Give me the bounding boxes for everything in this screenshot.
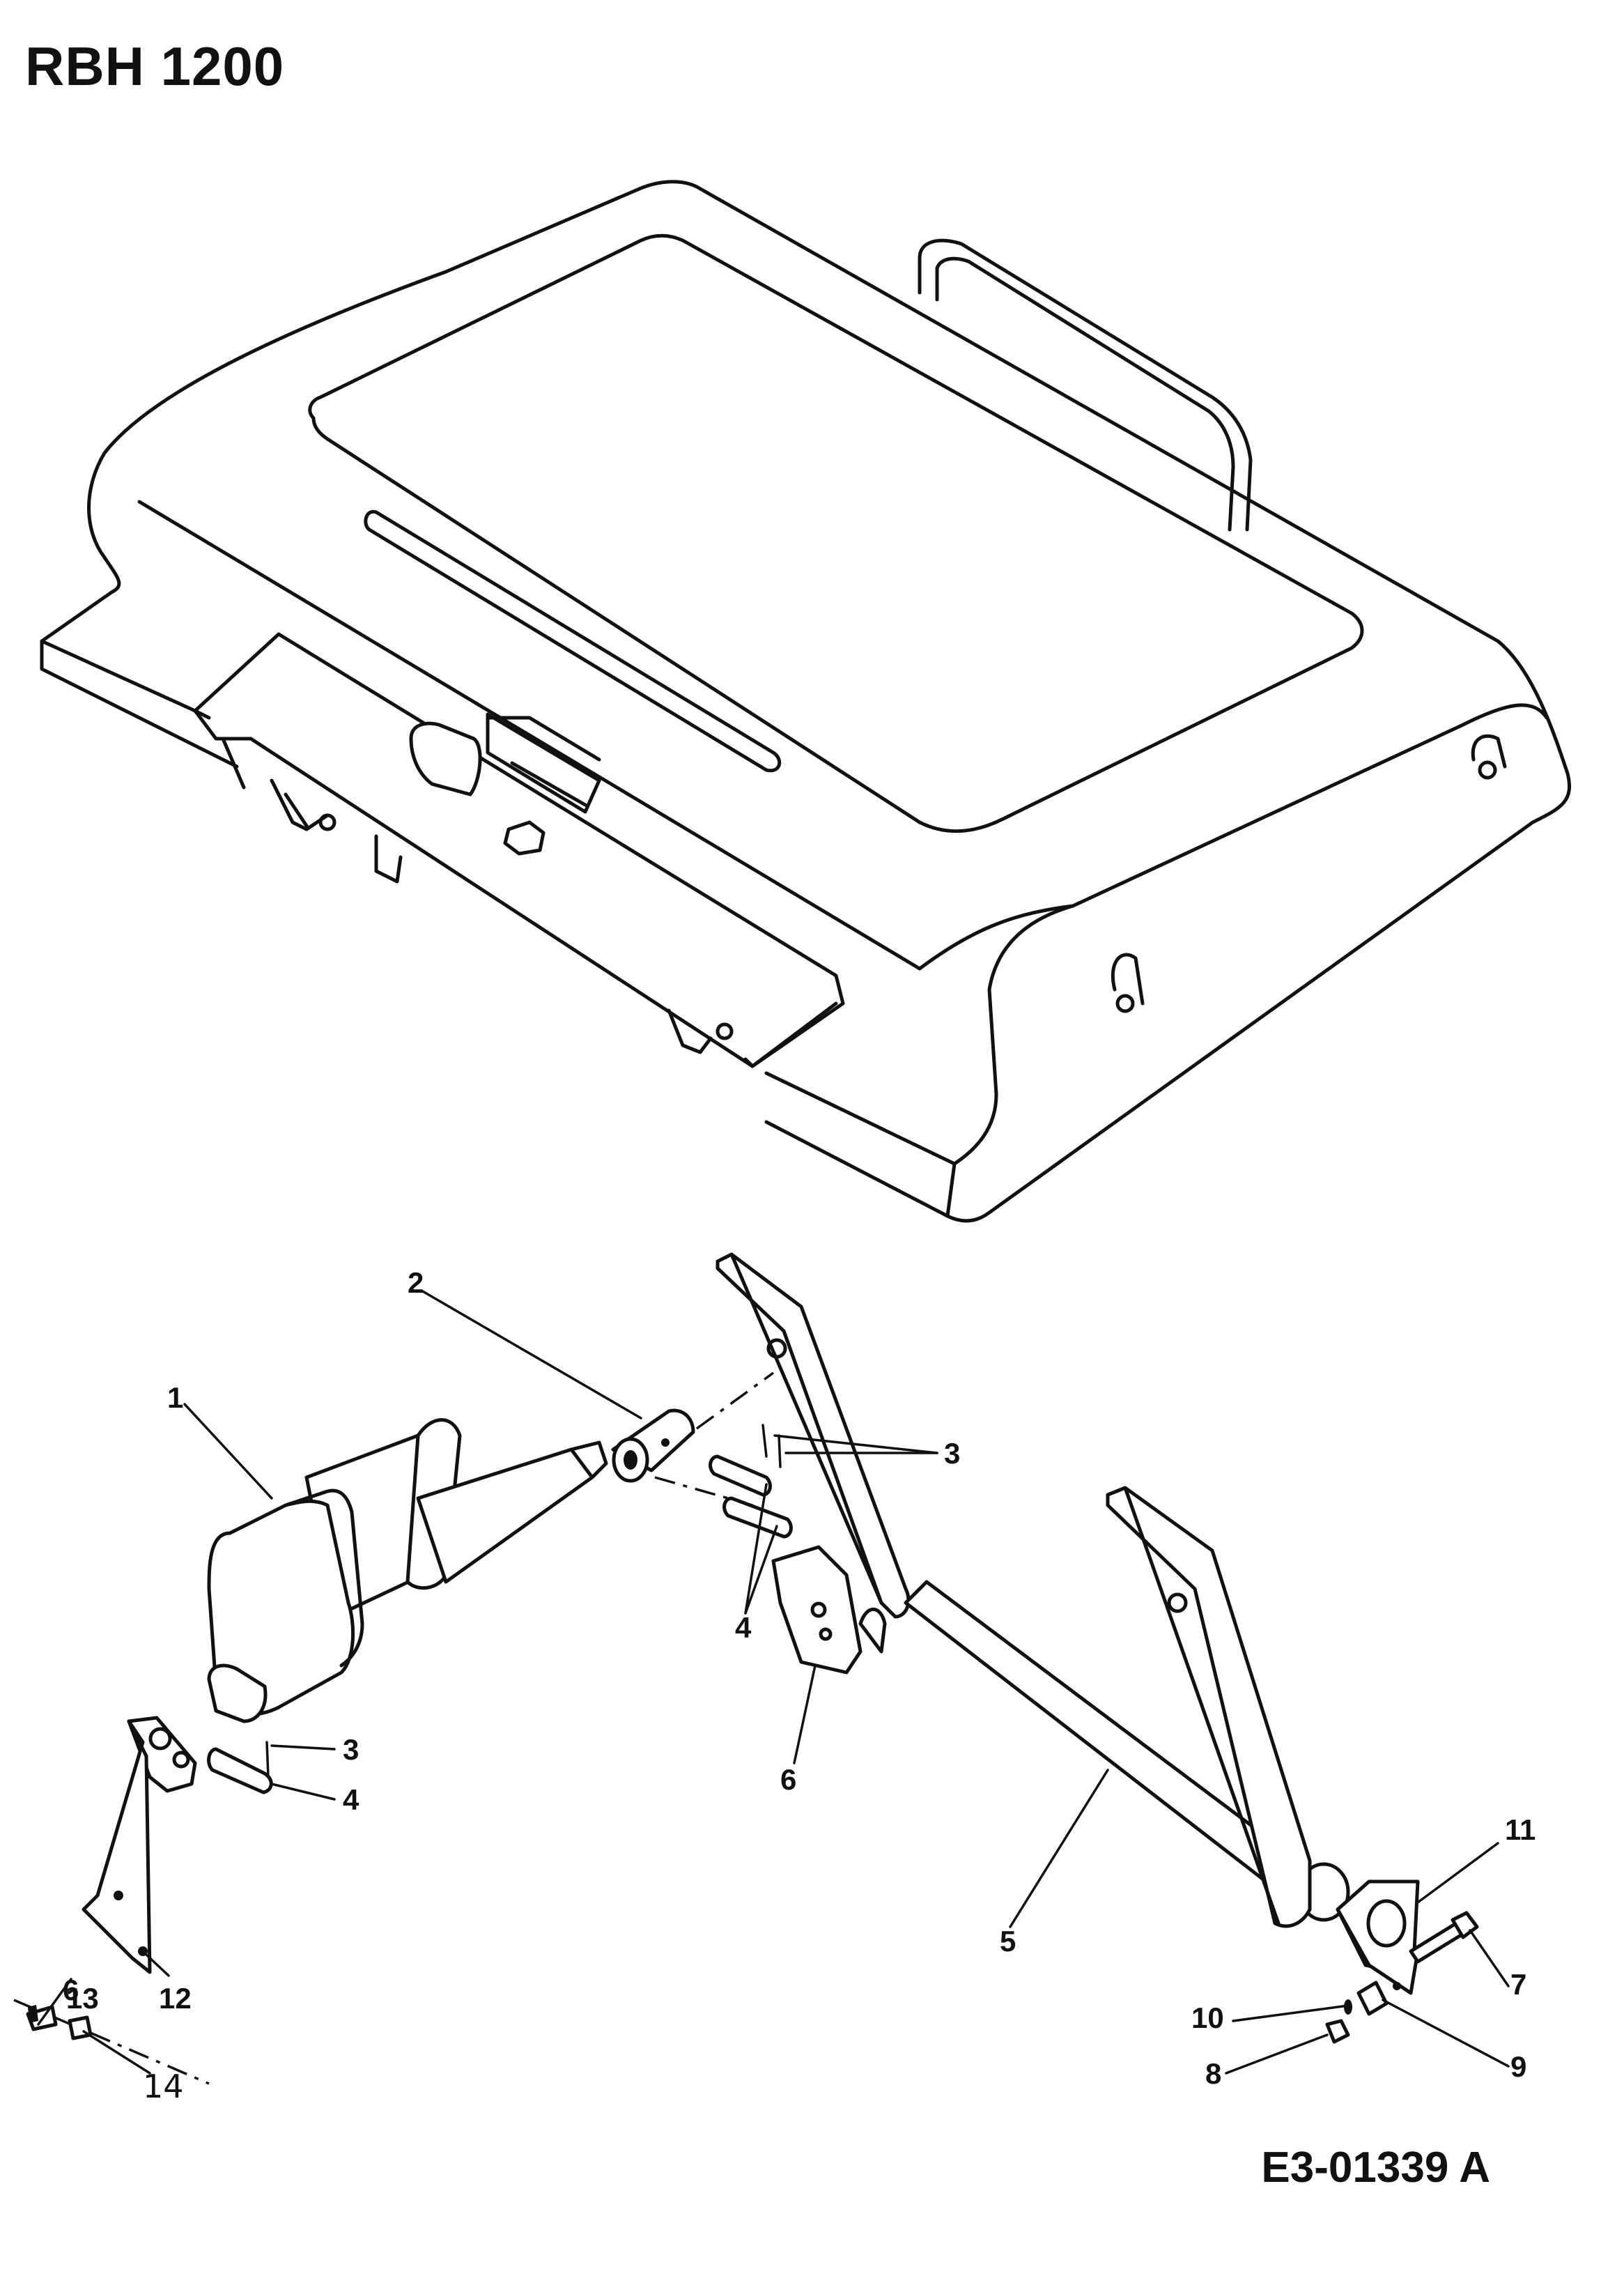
callout-6-upper: 6 <box>780 1763 796 1796</box>
callout-5: 5 <box>1000 1925 1016 1958</box>
callout-4-upper: 4 <box>735 1611 752 1644</box>
callouts: 1 2 3 3 4 4 5 6 6 7 8 9 10 11 12 13 14 <box>63 1266 1536 2105</box>
callout-3-upper: 3 <box>944 1437 960 1470</box>
left-frame-arm <box>716 1252 911 1675</box>
callout-12: 12 <box>159 1982 192 2015</box>
coupling <box>611 1371 775 1507</box>
pins-upper <box>709 1424 793 1539</box>
callout-10: 10 <box>1191 2001 1224 2034</box>
diagram-title: RBH 1200 <box>25 36 285 97</box>
callout-1: 1 <box>167 1381 183 1414</box>
left-lower-bracket <box>13 1716 273 2085</box>
actuator-motor <box>207 1418 608 1723</box>
callout-11: 11 <box>1505 1813 1536 1846</box>
callout-8: 8 <box>1205 2057 1221 2090</box>
leader-lines <box>37 1289 1510 2075</box>
right-mount-plate <box>1325 1879 1479 2044</box>
hood-cover <box>40 180 1572 1223</box>
callout-14: 14 <box>143 2068 184 2105</box>
callout-3-lower: 3 <box>343 1733 359 1766</box>
callout-6-lower: 6 <box>63 1974 79 2006</box>
callout-2: 2 <box>408 1266 424 1299</box>
callout-7: 7 <box>1510 1968 1526 2001</box>
callout-9: 9 <box>1510 2050 1526 2083</box>
callout-4-lower: 4 <box>343 1783 359 1816</box>
right-frame-arm <box>1106 1486 1312 1928</box>
drawing-code: E3-01339 A <box>1261 2144 1490 2192</box>
callout-13: 13 <box>66 1982 99 2015</box>
